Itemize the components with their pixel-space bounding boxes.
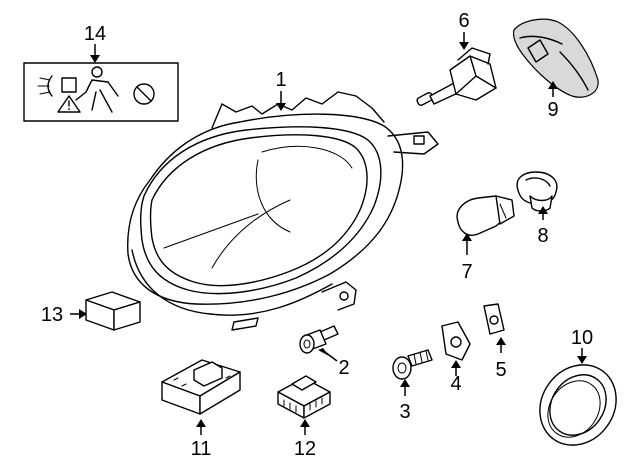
callout-14: 14	[84, 23, 106, 45]
callout-2: 2	[338, 357, 349, 379]
part-7-turn-signal-bulb[interactable]: 7	[456, 195, 515, 283]
part-9-headlamp-cover[interactable]: 9	[512, 18, 599, 121]
part-13-block[interactable]: 13	[41, 291, 141, 331]
callout-12: 12	[294, 438, 316, 460]
part-10-seal-ring[interactable]: 10	[524, 327, 631, 460]
part-14-warning-label[interactable]: 14	[23, 23, 179, 122]
headlamp-beam-icon	[37, 75, 77, 97]
part-1-headlamp-assembly[interactable]: 1	[127, 69, 439, 331]
part-12-connector-module[interactable]: 12	[277, 375, 331, 460]
prohibition-icon	[133, 83, 155, 105]
part-4-clip-nut[interactable]: 4	[441, 321, 471, 395]
person-icon	[75, 66, 119, 113]
callout-4: 4	[450, 373, 461, 395]
part-11-control-module[interactable]: 11	[161, 359, 241, 460]
part-6-low-beam-bulb[interactable]: 6	[416, 10, 497, 106]
callout-13: 13	[41, 304, 63, 326]
callout-11: 11	[191, 438, 212, 460]
part-2-screw[interactable]: 2	[299, 325, 350, 379]
callout-3: 3	[399, 401, 410, 423]
part-8-bulb-socket[interactable]: 8	[516, 171, 558, 247]
part-3-screw[interactable]: 3	[392, 349, 433, 423]
callout-10: 10	[571, 327, 593, 349]
part-5-clip-nut[interactable]: 5	[483, 303, 507, 381]
callout-5: 5	[495, 359, 506, 381]
warning-triangle-icon	[57, 95, 81, 113]
callout-8: 8	[537, 225, 548, 247]
callout-1: 1	[275, 69, 286, 91]
callout-9: 9	[547, 99, 558, 121]
callout-6: 6	[458, 10, 469, 32]
callout-7: 7	[461, 261, 472, 283]
